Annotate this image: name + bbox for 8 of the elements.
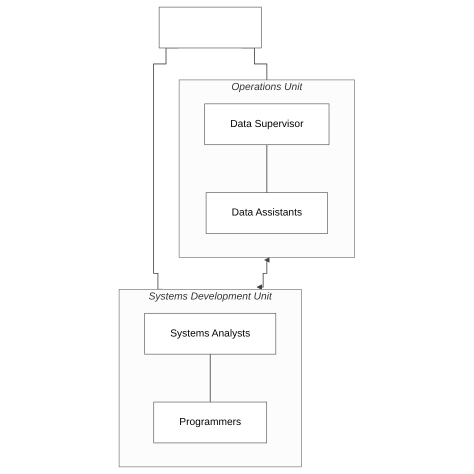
connector — [210, 354, 211, 402]
arrow — [256, 257, 270, 290]
node-box: Programmers — [154, 402, 268, 444]
node-box: Data Assistants — [206, 192, 328, 234]
node-box: Systems Analysts — [144, 312, 276, 354]
node-box — [158, 6, 262, 48]
node-box: Data Supervisor — [204, 104, 330, 146]
connector — [266, 144, 268, 194]
